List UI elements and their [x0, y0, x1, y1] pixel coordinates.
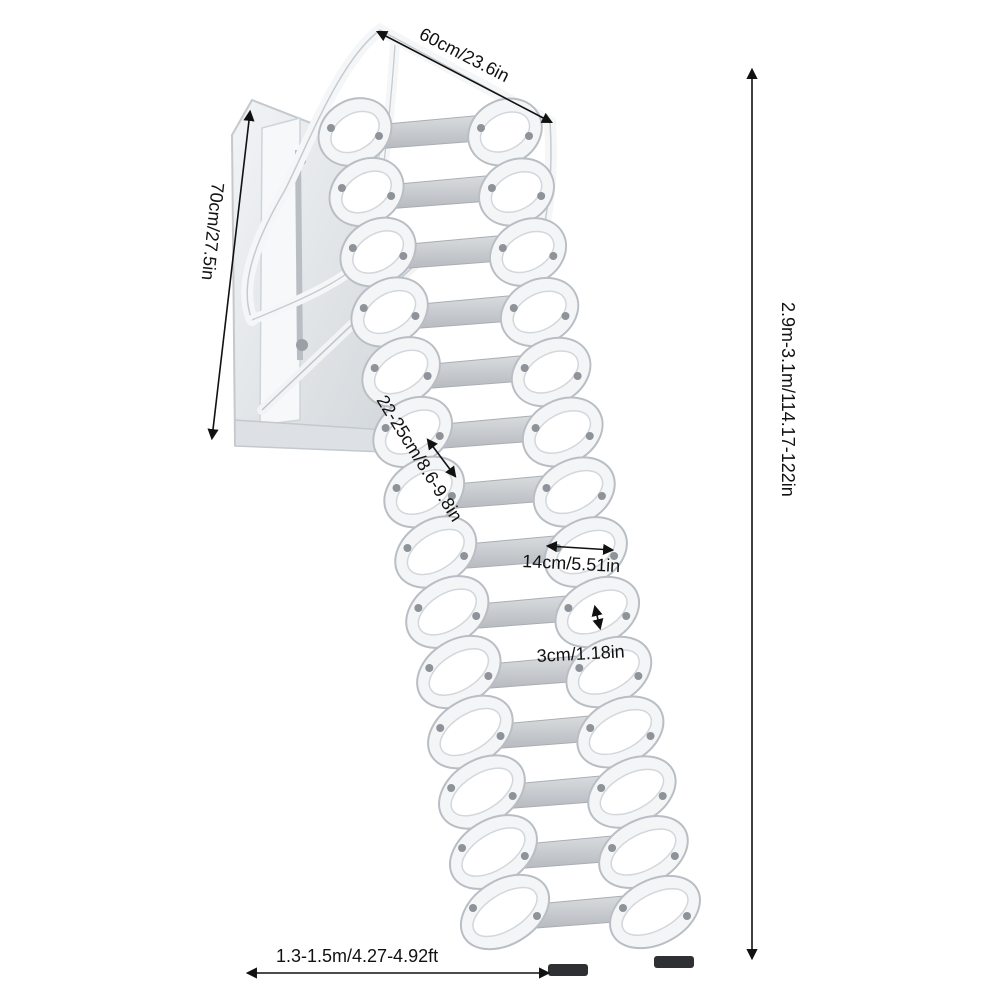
tread-depth-arrow: [545, 540, 615, 556]
tread-thickness-label: 3cm/1.18in: [536, 641, 625, 666]
ladder-link-opening: [512, 290, 567, 334]
ladder-rivet: [520, 364, 529, 372]
ladder-rivet: [484, 672, 493, 680]
ladder-rivet: [533, 912, 541, 920]
ladder-rivet: [403, 544, 412, 552]
ladder-rivet: [381, 424, 390, 432]
frame-spring-rod: [295, 149, 303, 361]
ladder-link-opening: [384, 409, 441, 455]
ladder-link-opening: [577, 649, 640, 695]
ladder-link-opening: [428, 648, 490, 696]
ladder-rivet: [447, 492, 456, 500]
ladder-rivet: [447, 784, 456, 792]
ladder-rivet: [487, 184, 496, 192]
ladder-rivet: [508, 792, 517, 800]
ladder-link-opening: [501, 230, 555, 274]
ladder-rivet: [520, 852, 529, 860]
ladder-rivet: [646, 732, 655, 740]
ladder-rivet: [477, 124, 485, 132]
ladder-foot: [548, 964, 588, 976]
ladder-rivet: [327, 124, 335, 132]
frame-inner-panel: [259, 117, 301, 426]
total-height-label: 2.9m-3.1m/114.17-122in: [778, 302, 798, 497]
ladder-link-opening: [450, 767, 514, 817]
ladder-rivet: [498, 244, 507, 252]
ladder-rivet: [496, 732, 505, 740]
ladder-rivet: [634, 672, 643, 680]
ladder-link-opening: [621, 888, 689, 936]
ladder-link-opening: [352, 230, 405, 274]
ladder-link-opening: [523, 350, 579, 394]
ladder-link-opening: [588, 708, 653, 756]
ladder-rivet: [435, 432, 444, 440]
ladder-rivet: [619, 904, 627, 912]
ladder-link-opening: [461, 827, 526, 877]
ladder-rivet: [411, 312, 420, 320]
ladder-link-opening: [363, 289, 417, 335]
ladder-link-opening: [373, 349, 429, 395]
ladder-link-opening: [406, 528, 465, 576]
ladder-link-opening: [599, 768, 665, 816]
frame-height-arrow: [207, 109, 255, 441]
ladder-link-opening: [545, 469, 604, 515]
ladder-rivet: [359, 304, 368, 312]
ladder-rivet: [348, 244, 357, 252]
ladder-rivet: [573, 372, 582, 380]
ladder-link-opening: [341, 170, 392, 214]
ladder-rivet: [436, 724, 445, 732]
ladder-rivet: [423, 372, 432, 380]
ladder-rivet: [375, 132, 383, 140]
ladder-rivet: [425, 664, 434, 672]
ladder-rivet: [670, 852, 679, 860]
ladder-rivet: [561, 312, 570, 320]
ladder-rivet: [585, 432, 594, 440]
ladder-link-opening: [439, 707, 502, 757]
ladder-rivet: [460, 552, 469, 560]
ladder-rivet: [608, 844, 617, 852]
ladder-feet: [548, 956, 694, 976]
frame-height-label: 70cm/27.5in: [198, 182, 228, 282]
ladder-rivet: [370, 364, 379, 372]
tread-thickness-arrow: [591, 604, 604, 631]
ladder-rivet: [537, 192, 546, 200]
ladder-rivet: [542, 484, 551, 492]
ladder-rivet: [586, 724, 595, 732]
ladder-rivet: [392, 484, 401, 492]
frame-pivot: [296, 339, 308, 351]
ladder-rivet: [575, 664, 584, 672]
tread-depth-label: 14cm/5.51in: [522, 551, 621, 576]
ladder-rivet: [622, 612, 631, 620]
ladder-rivet: [509, 304, 518, 312]
ladder-rivet: [658, 792, 667, 800]
ladder-rivet: [387, 192, 396, 200]
ladder-rivet: [549, 252, 558, 260]
ladder-rivet: [564, 604, 573, 612]
ladder-rivet: [469, 904, 477, 912]
ladder-link-opening: [534, 410, 592, 454]
ladder-rivet: [597, 492, 606, 500]
top-width-arrow: [376, 30, 553, 124]
ladder-rivet: [337, 184, 346, 192]
ladder-rivet: [553, 544, 562, 552]
ladder-rivet: [597, 784, 606, 792]
ladder-foot: [654, 956, 694, 968]
ladder-rivet: [531, 424, 540, 432]
ladder-rivet: [414, 604, 423, 612]
ladder-rivet: [458, 844, 467, 852]
floor-extension-label: 1.3-1.5m/4.27-4.92ft: [276, 946, 438, 966]
ladder-link-opening: [472, 886, 538, 938]
ladder-rivet: [525, 132, 533, 140]
ladder-rivet: [399, 252, 408, 260]
ladder-link-opening: [610, 828, 677, 876]
ladder-link-opening: [417, 588, 477, 636]
dimension-annotations: [207, 30, 758, 979]
ladder-rivet: [472, 612, 481, 620]
step-spacing-arrow: [426, 438, 457, 478]
scissor-ladder: [317, 97, 701, 951]
ladder-rivet: [683, 912, 691, 920]
ladder-link-opening: [490, 170, 543, 214]
